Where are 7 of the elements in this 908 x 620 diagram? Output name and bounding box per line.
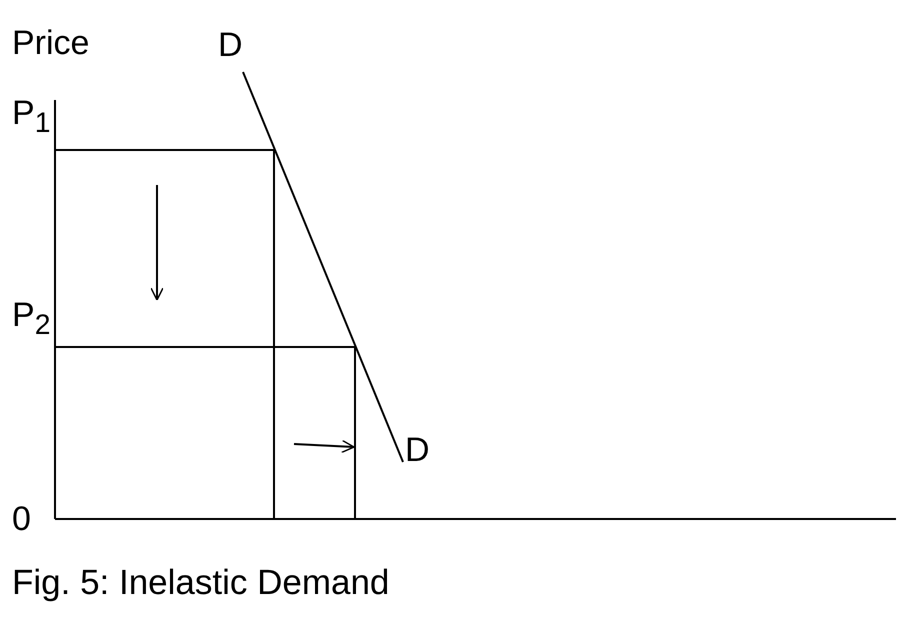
curve-label: D: [218, 28, 243, 62]
figure-caption: Fig. 5: Inelastic Demand: [12, 565, 390, 600]
price-label: P$_{1}$: [12, 96, 50, 138]
origin-label: 0: [12, 502, 31, 536]
price-label: P$_{2}$: [12, 298, 50, 340]
axis-label: Price: [12, 26, 90, 60]
curve-label: D: [405, 433, 430, 467]
